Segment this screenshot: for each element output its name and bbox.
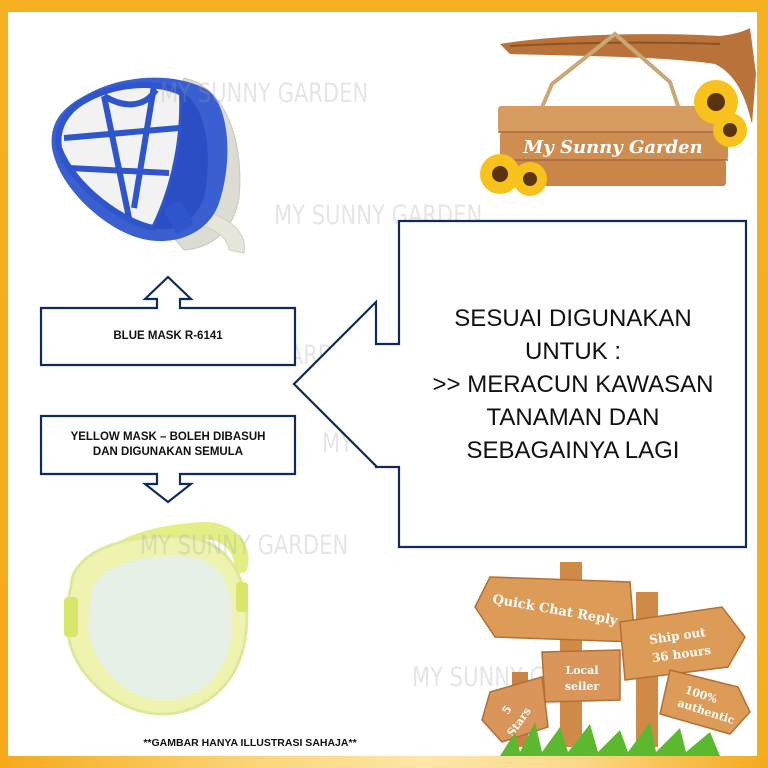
frame-right-border: [757, 0, 768, 768]
sign-local-line1: Local: [565, 664, 598, 677]
yellow-mask-label-line1: YELLOW MASK – BOLEH DIBASUH: [70, 431, 266, 443]
blue-mask-label-text: BLUE MASK R-6141: [113, 330, 223, 342]
logo-sign-text: My Sunny Garden: [522, 137, 702, 158]
disclaimer-text: **GAMBAR HANYA ILLUSTRASI SAHAJA**: [143, 737, 357, 749]
yellow-mask-label-line2: DAN DIGUNAKAN SEMULA: [92, 446, 244, 458]
sign-local-line2: seller: [565, 680, 600, 693]
yellow-mask-label: YELLOW MASK – BOLEH DIBASUH DAN DIGUNAKA…: [41, 416, 295, 474]
up-arrow-box-outline: [39, 275, 297, 367]
callout-line: UNTUK :: [525, 337, 621, 365]
frame-left-border: [0, 0, 8, 768]
callout-line: SEBAGAINYA LAGI: [466, 436, 680, 464]
grass-icon: [500, 722, 720, 756]
down-arrow-box-outline: [39, 414, 297, 504]
frame-top-border: [0, 0, 768, 12]
yellow-mask-image: [64, 522, 249, 716]
callout-line: SESUAI DIGUNAKAN: [454, 304, 692, 332]
frame-bottom-border: [0, 756, 768, 768]
blue-mask-label: BLUE MASK R-6141: [41, 308, 295, 365]
watermark-text: MY SUNNY GARDEN: [160, 78, 369, 109]
callout-line: TANAMAN DAN: [486, 403, 660, 431]
callout-line: >> MERACUN KAWASAN: [432, 370, 714, 398]
blue-mask-image: [51, 77, 245, 254]
usage-callout: SESUAI DIGUNAKAN UNTUK : >> MERACUN KAWA…: [400, 222, 746, 546]
watermark-text: MY SUNNY GARDEN: [140, 530, 349, 561]
sunflower-icon: [480, 80, 747, 196]
left-arrow-callout-outline: [292, 219, 748, 549]
seller-badges-signpost: Quick Chat Reply Ship out 36 hours Local…: [474, 562, 751, 756]
brand-logo-sign: My Sunny Garden: [480, 28, 756, 196]
